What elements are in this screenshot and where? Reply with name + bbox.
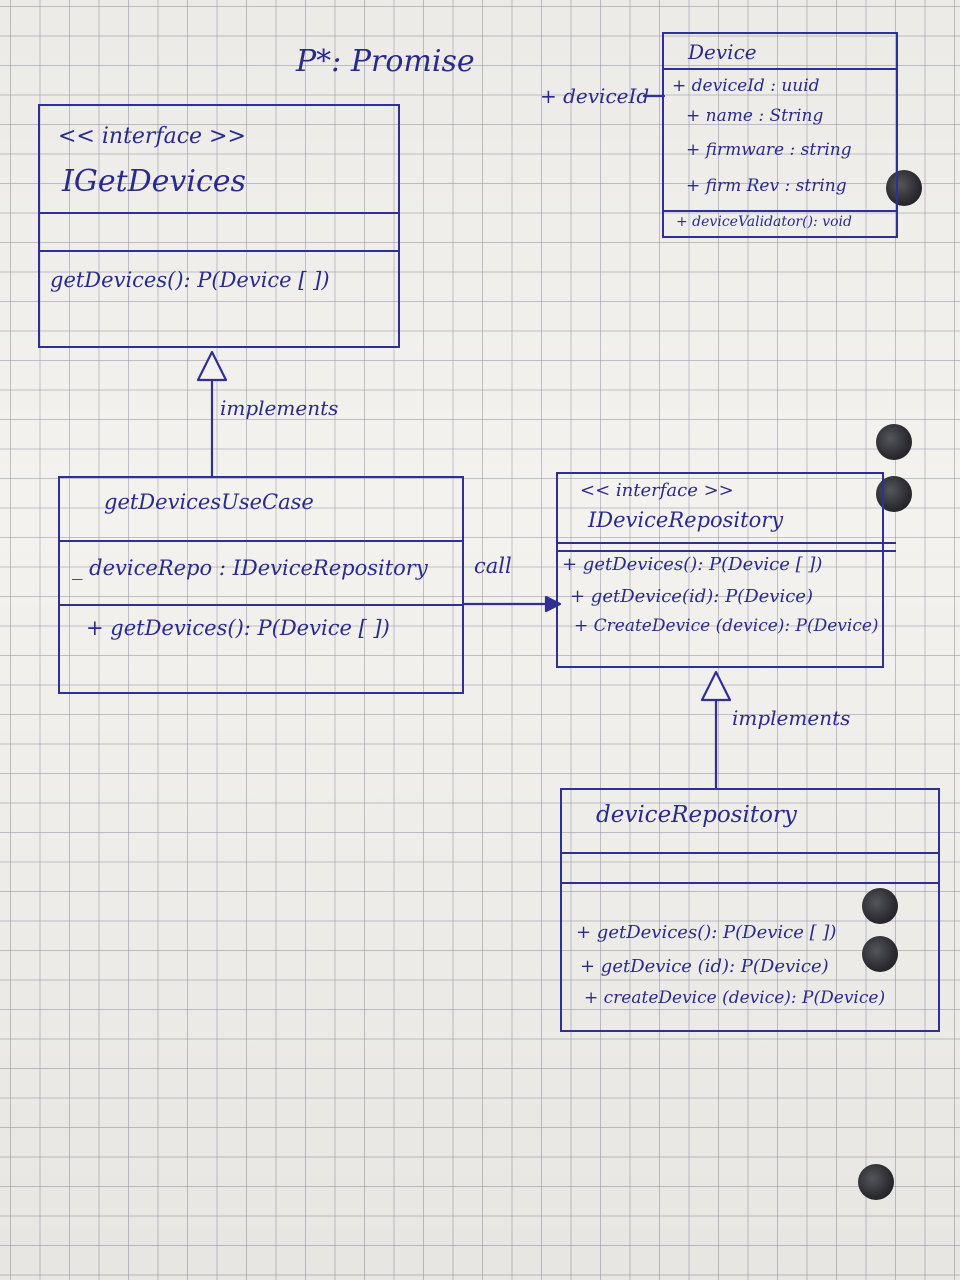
iget-devices-divider [38, 250, 400, 252]
iget-devices-name: IGetDevices [62, 164, 246, 199]
device-attr-firmware: + firmware : string [686, 140, 852, 160]
use-case-method: + getDevices(): P(Device [ ]) [86, 616, 390, 640]
device-method-validator: + deviceValidator(): void [676, 214, 852, 230]
iget-devices-stereotype: << interface >> [58, 124, 246, 149]
use-case-box [58, 476, 464, 694]
device-repo-method-create-device: + createDevice (device): P(Device) [584, 988, 886, 1008]
device-attr-firm-rev: + firm Rev : string [686, 176, 847, 196]
use-case-divider [58, 540, 464, 542]
device-class-title: Device [688, 40, 757, 64]
device-repo-divider [560, 852, 940, 854]
device-attr-id: + deviceId : uuid [672, 76, 820, 96]
call-label: call [474, 554, 512, 578]
use-case-divider [58, 604, 464, 606]
device-attr-name: + name : String [686, 106, 824, 126]
idevice-repo-divider [556, 542, 896, 544]
device-repo-box [560, 788, 940, 1032]
binder-hole [862, 936, 898, 972]
idevice-repo-box [556, 472, 884, 668]
implements-label-top: implements [220, 396, 339, 420]
promise-legend: P*: Promise [296, 44, 475, 79]
call-arrowhead [544, 595, 562, 613]
idevice-repo-method-get-device: + getDevice(id): P(Device) [570, 586, 813, 607]
binder-hole [858, 1164, 894, 1200]
device-repo-method-get-device: + getDevice (id): P(Device) [580, 956, 829, 977]
implements-label-bottom: implements [732, 706, 851, 730]
device-class-divider [662, 68, 898, 70]
device-side-label: + deviceId [540, 84, 650, 108]
idevice-repo-method-get-devices: + getDevices(): P(Device [ ]) [562, 554, 823, 575]
iget-devices-method: getDevices(): P(Device [ ]) [50, 268, 330, 292]
use-case-attr-repo: _ deviceRepo : IDeviceRepository [72, 556, 428, 580]
device-repo-method-get-devices: + getDevices(): P(Device [ ]) [576, 922, 837, 943]
use-case-name: getDevicesUseCase [104, 490, 314, 514]
iget-devices-box [38, 104, 400, 348]
idevice-repo-divider [556, 550, 896, 552]
device-repo-divider [560, 882, 940, 884]
idevice-repo-method-create-device: + CreateDevice (device): P(Device) [574, 616, 879, 636]
idevice-repo-name: IDeviceRepository [588, 508, 784, 532]
binder-hole [886, 170, 922, 206]
implements-arrowhead [700, 670, 732, 702]
idevice-repo-stereotype: << interface >> [580, 480, 734, 501]
iget-devices-divider [38, 212, 400, 214]
device-class-divider [662, 210, 898, 212]
binder-hole [862, 888, 898, 924]
device-repo-name: deviceRepository [596, 802, 797, 828]
device-class-box [662, 32, 898, 238]
binder-hole [876, 424, 912, 460]
implements-arrowhead [196, 350, 228, 382]
